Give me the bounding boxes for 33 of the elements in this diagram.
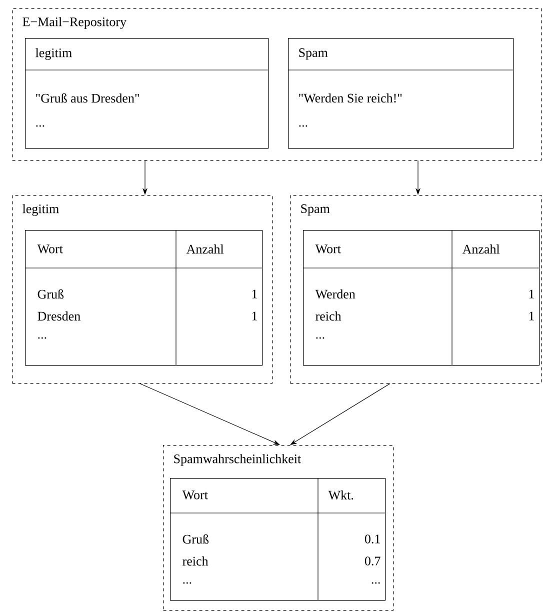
table-cell: Gruß [182, 534, 209, 544]
table-cell: 0.1 [364, 534, 380, 544]
table-cell: reich [182, 556, 208, 566]
table-cell: ... [316, 337, 324, 339]
table-cell: Werden [315, 289, 356, 299]
group-heading: Spamwahrscheinlichkeit [174, 454, 302, 466]
table-cell: 1 [529, 312, 534, 320]
table-header: Wort [182, 490, 208, 500]
table-header: Wort [315, 244, 341, 254]
table-cell: 0.7 [364, 556, 380, 566]
table-cell: reich [316, 311, 342, 321]
table-header: Wkt. [328, 490, 354, 500]
table-cell: ... [372, 582, 380, 584]
table-cell: ... [38, 337, 46, 339]
group-heading: E−Mail−Repository [22, 17, 126, 29]
box-header: Spam [299, 48, 328, 60]
table-cell: 1 [252, 312, 257, 320]
ellipsis: ... [36, 125, 44, 127]
table-cell: Gruß [38, 289, 64, 299]
arrow [290, 383, 390, 445]
table-cell: 1 [252, 290, 257, 298]
box-header: legitim [36, 48, 72, 60]
table-header: Wort [37, 244, 63, 254]
table-cell: Dresden [38, 311, 80, 321]
table-cell: 1 [529, 290, 534, 298]
group-heading: legitim [22, 204, 59, 216]
ellipsis: ... [299, 125, 308, 127]
group-heading: Spam [301, 204, 330, 216]
message-text: "Werden Sie reich!" [299, 93, 402, 103]
table-header: Anzahl [186, 244, 224, 254]
table-cell: ... [183, 582, 192, 584]
message-text: "Gruß aus Dresden" [36, 93, 139, 103]
table-header: Anzahl [462, 244, 500, 254]
